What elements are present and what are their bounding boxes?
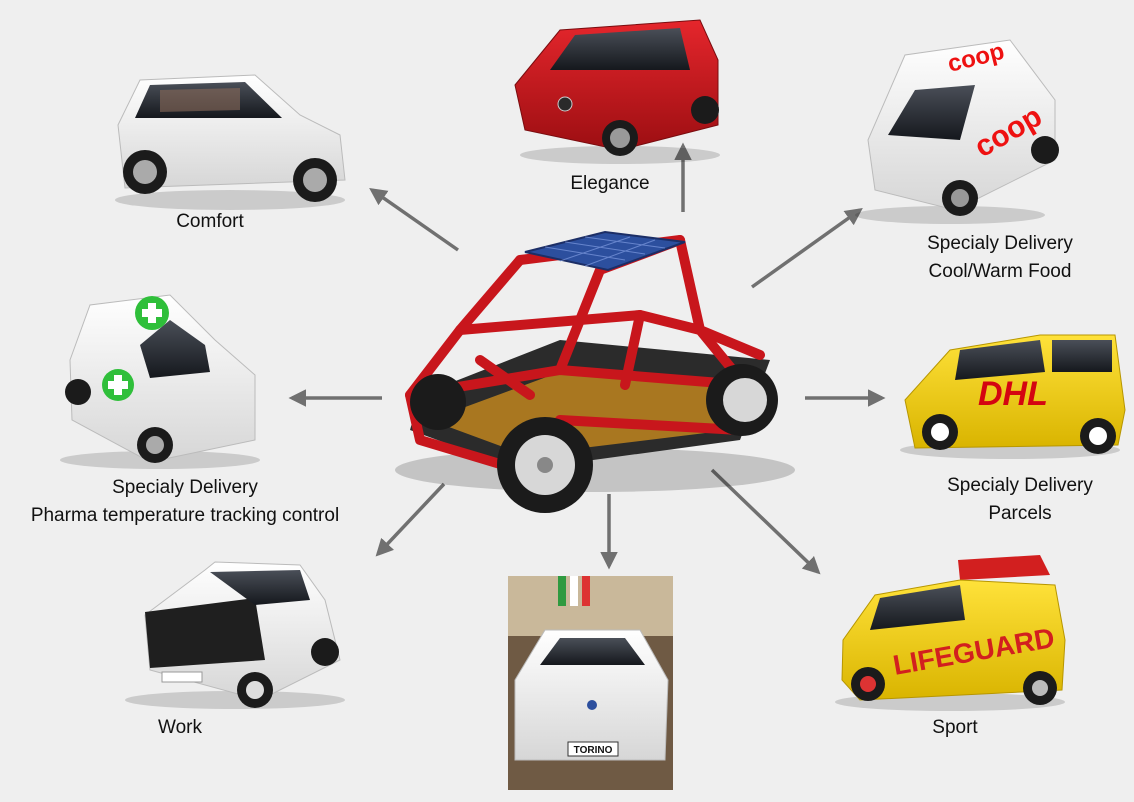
label-sport-line-1: Sport: [932, 717, 978, 738]
car-elegance: [514, 19, 720, 164]
label-parcels-delivery: Specialy Delivery Parcels: [915, 472, 1125, 528]
pharma-cross-side-icon: [102, 369, 134, 401]
label-food-delivery: Specialy Delivery Cool/Warm Food: [895, 230, 1105, 286]
dhl-logo: DHL: [978, 375, 1048, 413]
arrow-food: [750, 207, 863, 289]
chassis-illustration: [395, 230, 795, 513]
label-pharma-delivery: Specialy Delivery Pharma temperature tra…: [0, 474, 370, 530]
label-pharma-line-1: Specialy Delivery: [112, 477, 258, 498]
label-food-line-1: Specialy Delivery: [927, 233, 1073, 254]
car-sport: LIFEGUARD: [835, 555, 1066, 711]
label-pharma-line-2: Pharma temperature tracking control: [30, 505, 340, 526]
label-sport: Sport: [905, 714, 1005, 742]
label-work-line-1: Work: [158, 717, 202, 738]
label-elegance: Elegance: [550, 170, 670, 198]
solar-panel: [524, 230, 686, 272]
label-work: Work: [130, 714, 230, 742]
label-parcels-line-2: Parcels: [988, 503, 1052, 524]
car-work: [125, 561, 345, 709]
car-food-delivery: coop coop: [855, 38, 1059, 224]
label-parcels-line-1: Specialy Delivery: [947, 475, 1093, 496]
car-parcels-delivery: DHL: [900, 334, 1126, 459]
pharma-cross-roof-icon: [135, 296, 169, 330]
torino-plate: TORINO: [574, 745, 613, 756]
car-torino-photo: TORINO: [508, 576, 673, 790]
arrow-work: [375, 482, 446, 557]
arrows: [288, 142, 886, 575]
label-comfort-line-1: Comfort: [176, 211, 244, 232]
car-comfort: [115, 74, 346, 210]
label-comfort: Comfort: [150, 208, 270, 236]
arrow-comfort: [369, 187, 460, 252]
car-pharma-delivery: [60, 294, 260, 469]
label-food-line-2: Cool/Warm Food: [928, 261, 1072, 282]
chassis-wheels: [410, 364, 778, 513]
label-elegance-line-1: Elegance: [570, 173, 650, 194]
arrow-sport: [710, 468, 821, 575]
